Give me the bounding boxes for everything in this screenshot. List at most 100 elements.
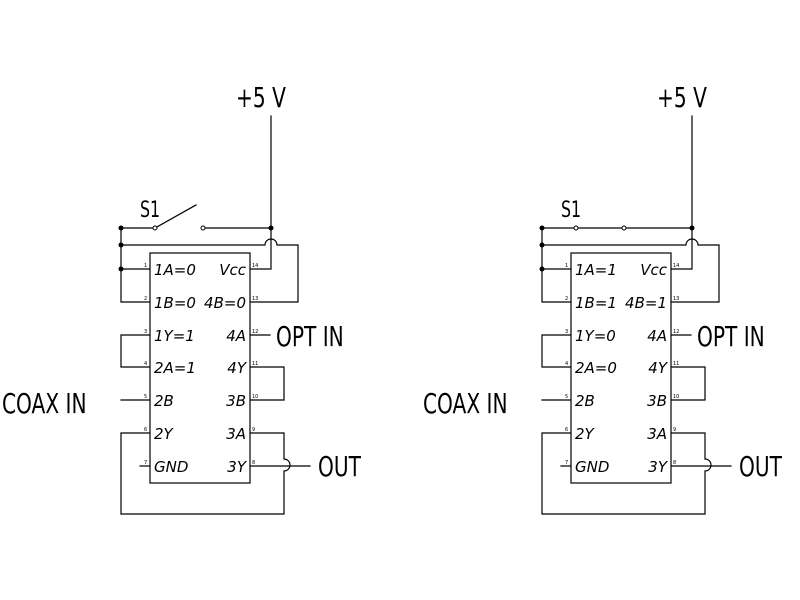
pin-number: 3 (144, 329, 147, 335)
pin-number: 12 (673, 329, 679, 335)
pin6-9-loop (120, 432, 291, 515)
junction-dot (118, 225, 124, 231)
pin-label: 2A=1 (154, 359, 196, 377)
right-pin-labels: Vcc 4B=1 4A 4Y 3B 3A 3Y (625, 261, 669, 476)
right-pin-numbers: 14 13 12 11 10 9 8 (252, 263, 258, 466)
pin-number: 4 (565, 361, 568, 367)
pin-number: 2 (565, 296, 568, 302)
pin-label: GND (154, 458, 188, 476)
pin-number: 5 (565, 394, 568, 400)
pin-label: 2A=0 (575, 359, 617, 377)
pin-label: 3B (226, 392, 246, 410)
pin-label: 1A=1 (575, 261, 617, 279)
pin-label: 3B (647, 392, 667, 410)
pin-label: 3A (226, 425, 246, 443)
opt-in-label: OPT IN (697, 320, 765, 353)
pin-label: 1Y=1 (154, 327, 195, 345)
rail-13-wire (541, 238, 720, 303)
pin-number: 9 (252, 427, 255, 433)
circuit-2: +5 V S1 COAX IN OPT IN OUT (423, 81, 782, 515)
switch-contact (573, 225, 579, 231)
pin-label: 1A=0 (154, 261, 196, 279)
pin-label: 1B=0 (154, 294, 196, 312)
pin-number: 13 (252, 296, 258, 302)
switch-label: S1 (561, 196, 581, 222)
left-pin-labels: 1A=0 1B=0 1Y=1 2A=1 2B 2Y GND (154, 261, 196, 476)
pin-number: 14 (673, 263, 679, 269)
pin-label: Vcc (219, 261, 247, 279)
right-pin-labels: Vcc 4B=0 4A 4Y 3B 3A 3Y (204, 261, 248, 476)
opt-in-label: OPT IN (276, 320, 344, 353)
pin-label: 1Y=0 (575, 327, 616, 345)
junction-dot (539, 266, 545, 272)
wires (541, 115, 732, 515)
pin-label: 3Y (648, 458, 669, 476)
pin-label: 3A (647, 425, 667, 443)
junction-dot (118, 242, 124, 248)
switch-contact (621, 225, 627, 231)
pin-label: 3Y (227, 458, 248, 476)
pin-label: Vcc (640, 261, 668, 279)
pin-number: 13 (673, 296, 679, 302)
right-pin-numbers: 14 13 12 11 10 9 8 (673, 263, 679, 466)
pin-label: GND (575, 458, 609, 476)
pin-number: 3 (565, 329, 568, 335)
pin-label: 4Y (648, 359, 669, 377)
pin-label: 2B (154, 392, 174, 410)
pin-label: 1B=1 (575, 294, 617, 312)
coax-in-label: COAX IN (2, 387, 87, 420)
pin-number: 9 (673, 427, 676, 433)
vcc-wire (249, 227, 272, 270)
pin-number: 10 (673, 394, 679, 400)
out-label: OUT (739, 450, 782, 483)
supply-label: +5 V (236, 81, 286, 114)
pin3-4-loop (120, 334, 151, 368)
pin-number: 5 (144, 394, 147, 400)
junction-dot (689, 225, 695, 231)
pin-label: 2Y (154, 425, 175, 443)
left-bus-wire (541, 227, 572, 303)
junction-dot (268, 225, 274, 231)
supply-label: +5 V (657, 81, 707, 114)
pin-number: 7 (144, 460, 147, 466)
left-pin-numbers: 1 2 3 4 5 6 7 (565, 263, 568, 466)
pin-number: 8 (252, 460, 255, 466)
pin-label: 2B (575, 392, 595, 410)
junction-dot (539, 242, 545, 248)
pin-number: 8 (673, 460, 676, 466)
pin-number: 4 (144, 361, 147, 367)
switch-contact (152, 225, 158, 231)
left-pin-labels: 1A=1 1B=1 1Y=0 2A=0 2B 2Y GND (575, 261, 617, 476)
ic-chip (570, 252, 672, 484)
wires (120, 115, 311, 515)
pin-number: 7 (565, 460, 568, 466)
junction-dot (539, 225, 545, 231)
pin-number: 14 (252, 263, 258, 269)
left-pin-numbers: 1 2 3 4 5 6 7 (144, 263, 147, 466)
pin-label: 4Y (227, 359, 248, 377)
circuit-1: +5 V S1 COAX IN OPT IN OUT (2, 81, 361, 515)
pin3-4-loop (541, 334, 572, 368)
pin-number: 2 (144, 296, 147, 302)
pin-label: 4B=0 (204, 294, 246, 312)
coax-in-label: COAX IN (423, 387, 508, 420)
pin-number: 6 (565, 427, 568, 433)
pin-number: 11 (252, 361, 258, 367)
pin-number: 10 (252, 394, 258, 400)
vcc-wire (670, 227, 693, 270)
pin-label: 4B=1 (625, 294, 667, 312)
pin-number: 1 (565, 263, 568, 269)
switch-lever (154, 204, 197, 229)
pin11-10-loop (670, 366, 706, 401)
ic-chip (149, 252, 251, 484)
pin6-9-loop (541, 432, 712, 515)
pin-label: 2Y (575, 425, 596, 443)
pin-number: 6 (144, 427, 147, 433)
rail-13-wire (120, 238, 299, 303)
pin11-10-loop (249, 366, 285, 401)
pin-number: 1 (144, 263, 147, 269)
pin-number: 12 (252, 329, 258, 335)
left-bus-wire (120, 227, 151, 303)
out-label: OUT (318, 450, 361, 483)
